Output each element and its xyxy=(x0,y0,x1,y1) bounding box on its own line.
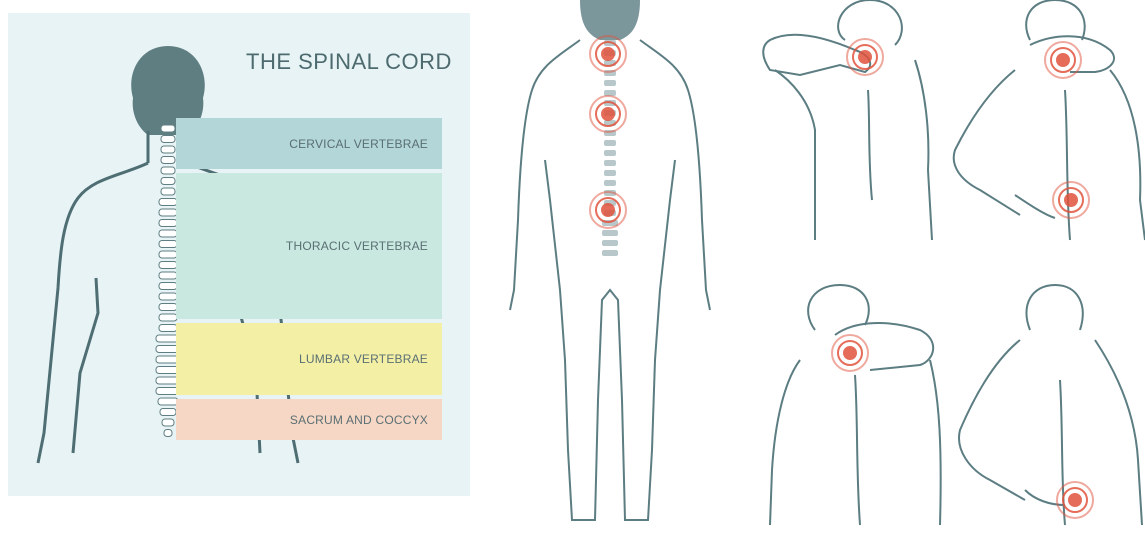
region-lumbar: LUMBAR VERTEBRAE xyxy=(176,323,442,395)
vertebra xyxy=(159,262,177,269)
arm-left-outline xyxy=(73,278,98,453)
pain-marker-ring xyxy=(602,108,614,120)
full-body-figure xyxy=(510,0,710,520)
vertebra xyxy=(604,80,616,86)
back-pain-figure-2 xyxy=(959,285,1142,525)
pain-marker-ring xyxy=(1065,194,1077,206)
vertebra xyxy=(604,160,616,166)
vertebra xyxy=(159,272,177,279)
vertebra xyxy=(161,188,175,195)
region-sacrum: SACRUM AND COCCYX xyxy=(176,399,442,440)
pain-marker-ring xyxy=(844,347,856,359)
vertebra xyxy=(604,150,616,156)
vertebra xyxy=(159,251,177,258)
vertebra xyxy=(159,304,177,311)
vertebra xyxy=(604,90,616,96)
neck-pain-figure-1 xyxy=(763,0,932,240)
back-pain-figure-1 xyxy=(954,0,1145,240)
vertebra xyxy=(158,398,178,405)
vertebra xyxy=(161,178,175,185)
spinal-cord-infographic: THE SPINAL CORD CERVICAL VERTEBRAE THORA… xyxy=(8,13,470,496)
vertebra xyxy=(602,240,618,246)
vertebra xyxy=(602,230,618,236)
vertebra xyxy=(604,170,616,176)
region-cervical: CERVICAL VERTEBRAE xyxy=(176,118,442,169)
vertebra xyxy=(161,167,175,174)
vertebra xyxy=(604,140,616,146)
vertebra xyxy=(161,146,175,153)
region-label-sacrum: SACRUM AND COCCYX xyxy=(290,413,428,427)
region-label-lumbar: LUMBAR VERTEBRAE xyxy=(299,352,428,366)
vertebra xyxy=(604,180,616,186)
pain-figures xyxy=(470,0,1145,534)
pain-marker-ring xyxy=(1069,494,1081,506)
vertebra xyxy=(159,199,177,206)
pain-marker-ring xyxy=(602,48,614,60)
vertebra xyxy=(602,250,618,256)
vertebra xyxy=(161,157,175,164)
vertebra xyxy=(159,241,177,248)
vertebra xyxy=(159,230,177,237)
vertebra xyxy=(159,325,177,332)
vertebra xyxy=(159,293,177,300)
neck-pain-figure-2 xyxy=(770,285,941,525)
vertebra xyxy=(159,314,177,321)
pain-marker-ring xyxy=(602,204,614,216)
vertebra xyxy=(161,125,175,132)
region-thoracic: THORACIC VERTEBRAE xyxy=(176,173,442,319)
vertebra xyxy=(164,430,172,437)
vertebra xyxy=(160,409,176,416)
vertebra xyxy=(159,220,177,227)
region-label-cervical: CERVICAL VERTEBRAE xyxy=(289,137,428,151)
pain-markers xyxy=(590,36,1093,518)
vertebra xyxy=(159,209,177,216)
vertebra xyxy=(161,136,175,143)
vertebra xyxy=(162,419,174,426)
region-label-thoracic: THORACIC VERTEBRAE xyxy=(286,239,428,253)
diagram-title: THE SPINAL CORD xyxy=(246,49,452,75)
vertebra xyxy=(159,283,177,290)
pain-marker-ring xyxy=(1057,54,1069,66)
back-pain-illustrations xyxy=(470,0,1145,534)
pain-marker-ring xyxy=(859,51,871,63)
